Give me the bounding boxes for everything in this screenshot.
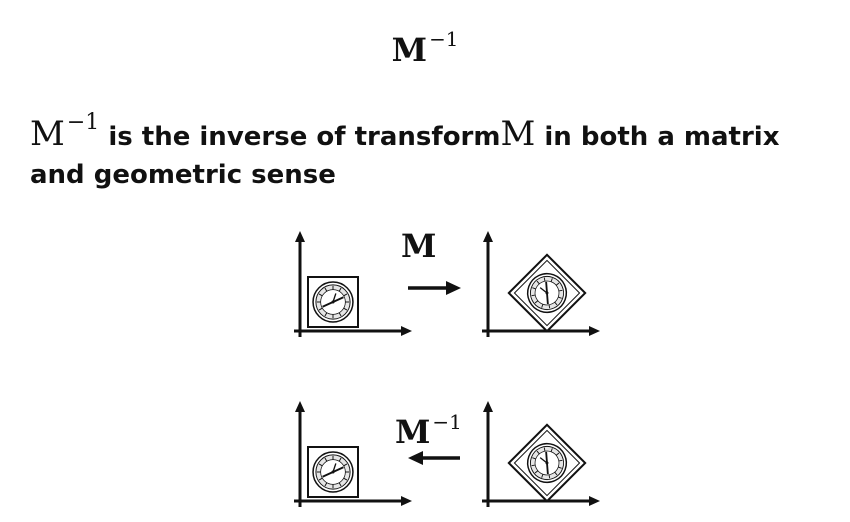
transformed-frame-top xyxy=(482,231,600,337)
inverse-label: M−1 xyxy=(395,405,462,449)
original-frame-top xyxy=(294,231,412,337)
forward-label: M xyxy=(401,229,436,263)
inverse-label-base: M xyxy=(395,413,430,451)
left-arrow-icon xyxy=(408,451,460,465)
transformed-frame-bottom xyxy=(482,401,600,507)
inverse-label-sup: −1 xyxy=(432,410,461,434)
right-arrow-icon xyxy=(408,281,461,295)
